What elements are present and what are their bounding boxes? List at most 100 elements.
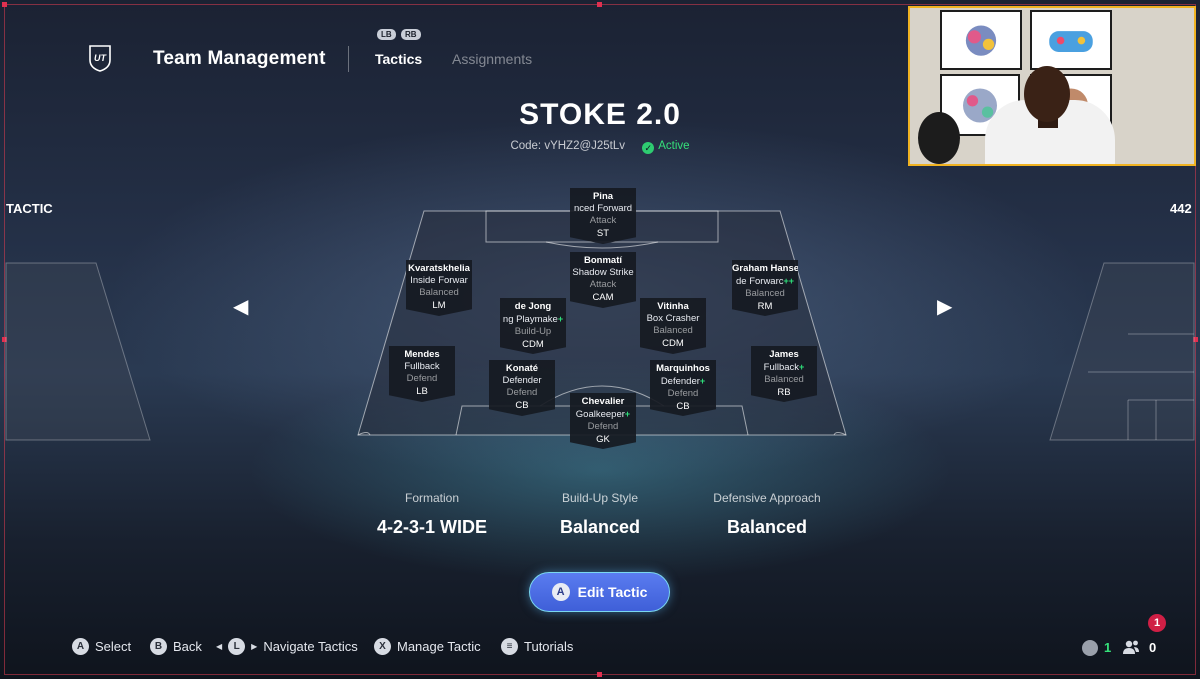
a-button-icon: A [551, 583, 570, 601]
player-card-rm[interactable]: Graham Hanse de Forwarc++ Balanced RM [732, 260, 798, 316]
frame-marker [2, 337, 7, 342]
plus-icon: + [799, 362, 805, 372]
edit-tactic-label: Edit Tactic [577, 584, 648, 600]
defensive-approach-label: Defensive Approach [713, 491, 821, 505]
tactic-status: Active [658, 140, 690, 152]
party-count: 0 [1149, 640, 1157, 655]
ut-logo: UT [89, 45, 111, 72]
notification-badge[interactable]: 1 [1148, 614, 1166, 632]
player-focus: Balanced [764, 374, 804, 385]
player-card-gk[interactable]: Chevalier Goalkeeper+ Defend GK [570, 393, 636, 449]
voice-chat-icon [1082, 640, 1098, 656]
footer-label: Manage Tactic [397, 639, 481, 654]
edit-tactic-button[interactable]: A Edit Tactic [529, 572, 670, 612]
player-focus: Build-Up [514, 326, 552, 337]
player-role: ng Playmake [502, 314, 558, 325]
webcam-overlay [908, 6, 1196, 166]
wall-art [1030, 10, 1112, 70]
player-name: Pina [592, 191, 614, 202]
frame-marker [597, 2, 602, 7]
tactic-name: STOKE 2.0 [519, 98, 681, 131]
player-focus: Defend [406, 373, 438, 384]
footer-tutorials[interactable]: ≡ Tutorials [501, 638, 573, 655]
defensive-approach-value: Balanced [726, 517, 808, 537]
buildup-style-value: Balanced [559, 517, 641, 537]
l-stick-icon: L [228, 638, 246, 655]
player-position: CB [515, 400, 529, 411]
player-name: Mendes [404, 349, 440, 360]
player-position: RM [757, 301, 773, 312]
player-focus: Attack [589, 215, 617, 226]
player-card-cb-left[interactable]: Konaté Defender Defend CB [489, 360, 555, 416]
player-role: Fullback [763, 362, 800, 373]
player-position: CB [676, 401, 690, 412]
left-triangle-icon: ◀ [216, 642, 223, 651]
player-card-cdm-right[interactable]: Vitinha Box Crasher Balanced CDM [640, 298, 706, 354]
tab-assignments[interactable]: Assignments [452, 51, 533, 67]
player-position: LB [416, 386, 428, 397]
player-role: Shadow Strike [572, 267, 634, 278]
player-position: CDM [662, 338, 684, 349]
footer-label: Navigate Tactics [263, 639, 358, 654]
prev-tactic-pitch[interactable] [0, 262, 155, 442]
footer-navigate-tactics[interactable]: ◀ L ▶ Navigate Tactics [216, 638, 358, 655]
check-icon: ✓ [642, 142, 655, 154]
player-position: LM [432, 300, 446, 311]
player-focus: Balanced [419, 287, 459, 298]
streamer-head [1024, 66, 1070, 122]
tactic-meta: Code: vYHZ2@J25tLv ✓Active [0, 140, 1200, 154]
plus-icon: + [557, 314, 564, 324]
frame-marker [2, 2, 7, 7]
player-focus: Defend [587, 421, 619, 432]
player-card-st[interactable]: Pina nced Forward Attack ST [570, 188, 636, 244]
player-position: CAM [592, 292, 614, 303]
player-position: RB [777, 387, 791, 398]
player-role: Fullback [404, 361, 440, 372]
footer-manage-tactic[interactable]: X Manage Tactic [374, 638, 481, 655]
previous-tactic-arrow[interactable]: ◀ [233, 296, 249, 318]
player-name: Marquinhos [656, 363, 710, 374]
player-card-lm[interactable]: Kvaratskhelia Inside Forwar Balanced LM [406, 260, 472, 316]
player-name: Chevalier [581, 396, 625, 407]
next-tactic-label[interactable]: 442 [1170, 201, 1192, 216]
player-position: GK [596, 434, 610, 445]
plus-icon: ++ [783, 276, 795, 286]
footer-label: Select [95, 639, 132, 654]
rb-bumper-icon: RB [401, 29, 421, 40]
player-card-cam[interactable]: Bonmatí Shadow Strike Attack CAM [570, 252, 636, 308]
formation-value: 4-2-3-1 WIDE [376, 517, 488, 537]
player-focus: Defend [667, 388, 699, 399]
next-tactic-arrow[interactable]: ▶ [937, 296, 953, 318]
footer-back[interactable]: B Back [150, 638, 202, 655]
header-divider [348, 46, 349, 72]
page-title: Team Management [153, 48, 326, 69]
next-tactic-pitch[interactable] [1048, 262, 1200, 442]
player-position: ST [596, 228, 610, 239]
voice-count: 1 [1104, 640, 1112, 655]
player-name: Graham Hanse [732, 263, 798, 274]
player-role: Inside Forwar [410, 275, 468, 286]
player-role: Defender [502, 375, 542, 386]
x-button-icon: X [374, 638, 391, 655]
a-button-icon: A [72, 638, 89, 655]
player-name: James [769, 349, 799, 360]
right-triangle-icon: ▶ [251, 642, 258, 651]
prev-tactic-label[interactable]: TACTIC [6, 201, 53, 216]
player-name: Konaté [505, 363, 539, 374]
tab-tactics[interactable]: Tactics [375, 51, 423, 67]
player-name: Bonmatí [584, 255, 622, 266]
player-card-rb[interactable]: James Fullback+ Balanced RB [751, 346, 817, 402]
footer-label: Back [173, 639, 202, 654]
player-role: Goalkeeper [575, 409, 625, 420]
player-card-lb[interactable]: Mendes Fullback Defend LB [389, 346, 455, 402]
player-focus: Attack [589, 279, 617, 290]
buildup-style-label: Build-Up Style [561, 491, 639, 505]
player-name: Vitinha [657, 301, 689, 312]
player-card-cb-right[interactable]: Marquinhos Defender+ Defend CB [650, 360, 716, 416]
player-name: Kvaratskhelia [408, 263, 470, 274]
lb-bumper-icon: LB [377, 29, 396, 40]
svg-text:UT: UT [94, 53, 107, 63]
menu-button-icon: ≡ [501, 638, 518, 655]
footer-select[interactable]: A Select [72, 638, 131, 655]
player-card-cdm-left[interactable]: de Jong ng Playmake+ Build-Up CDM [500, 298, 566, 354]
